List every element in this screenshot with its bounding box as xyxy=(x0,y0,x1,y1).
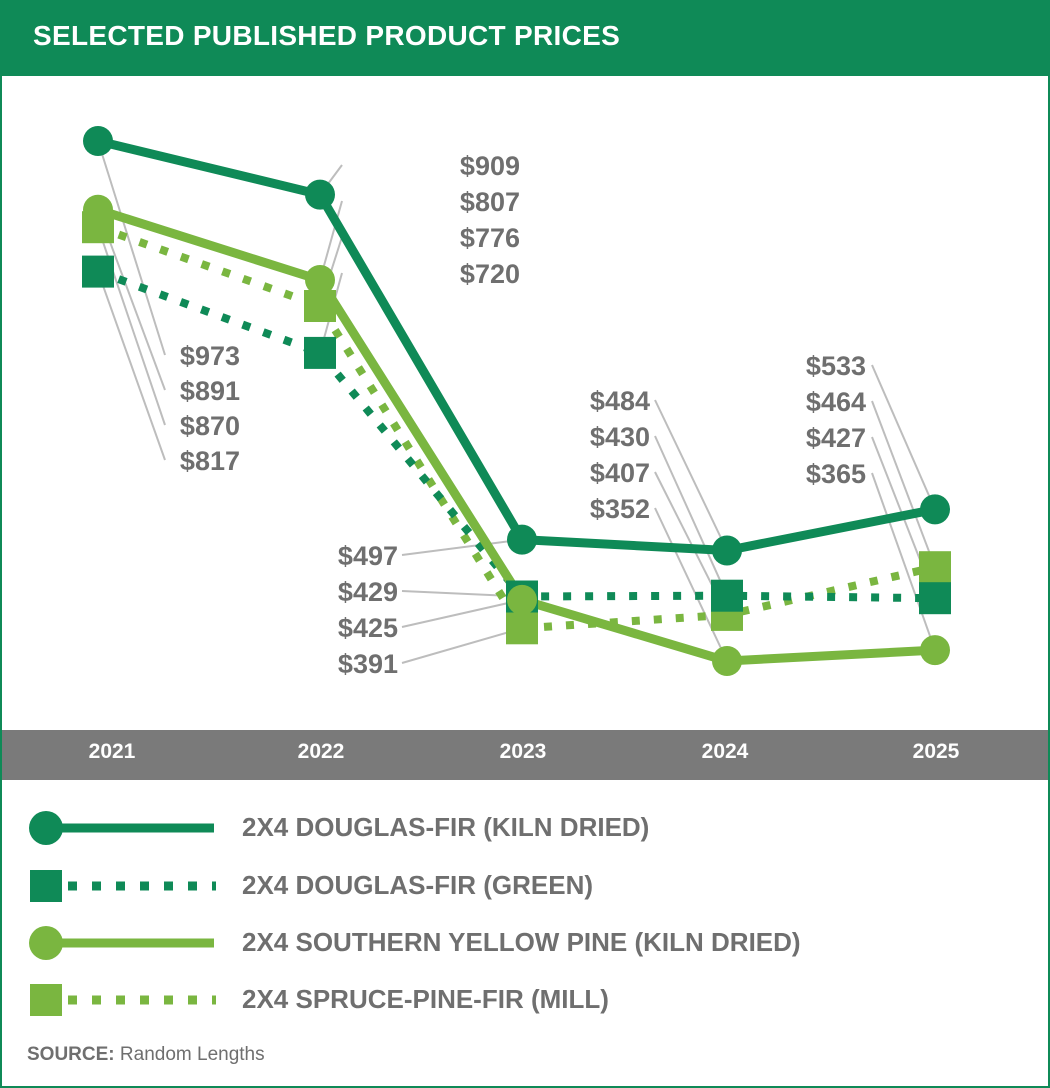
legend-label: 2X4 SPRUCE-PINE-FIR (MILL) xyxy=(242,984,609,1014)
leader-line xyxy=(401,598,523,628)
value-label: $973 xyxy=(180,341,240,371)
data-point xyxy=(305,265,335,295)
value-label: $497 xyxy=(338,541,398,571)
x-tick-label: 2023 xyxy=(499,740,547,763)
chart-title: SELECTED PUBLISHED PRODUCT PRICES xyxy=(33,20,621,51)
data-point xyxy=(920,635,950,666)
value-label: $720 xyxy=(460,259,520,289)
data-point xyxy=(919,582,951,615)
value-label: $430 xyxy=(590,422,650,452)
value-label: $352 xyxy=(590,494,650,524)
legend-swatch xyxy=(29,811,214,845)
leader-line xyxy=(401,538,523,556)
legend-swatch xyxy=(30,870,216,902)
legend-item-df-kiln-dried: 2X4 DOUGLAS-FIR (KILN DRIED) xyxy=(22,806,1022,850)
series-line xyxy=(96,223,936,633)
data-point xyxy=(506,612,538,645)
chart-header: SELECTED PUBLISHED PRODUCT PRICES xyxy=(0,0,1050,76)
value-label: $429 xyxy=(338,577,398,607)
x-axis-band: 2021 2022 2023 2024 2025 xyxy=(2,730,1048,780)
value-label: $464 xyxy=(806,387,866,417)
value-label: $365 xyxy=(806,459,866,489)
x-tick-label: 2021 xyxy=(88,740,136,763)
data-point xyxy=(83,194,113,225)
source-prefix: SOURCE: xyxy=(27,1044,115,1065)
value-label: $891 xyxy=(180,376,240,406)
leader-line xyxy=(654,507,728,662)
data-point xyxy=(711,579,743,612)
data-point xyxy=(82,255,114,288)
leader-line xyxy=(401,627,523,664)
source-text: Random Lengths xyxy=(119,1044,265,1065)
value-label: $484 xyxy=(590,386,650,416)
legend-label: 2X4 DOUGLAS-FIR (GREEN) xyxy=(242,870,594,900)
legend-swatch xyxy=(29,926,214,960)
value-label: $870 xyxy=(180,411,240,441)
legend-item-df-green: 2X4 DOUGLAS-FIR (GREEN) xyxy=(22,864,1022,908)
legend-label: 2X4 DOUGLAS-FIR (KILN DRIED) xyxy=(242,812,650,842)
leader-line xyxy=(654,435,728,597)
value-label: $427 xyxy=(806,423,866,453)
value-label: $391 xyxy=(338,649,398,679)
x-tick-label: 2022 xyxy=(297,740,345,763)
source-note: SOURCE: Random Lengths xyxy=(27,1044,265,1066)
data-point xyxy=(712,535,742,566)
value-label: $817 xyxy=(180,446,240,476)
data-point xyxy=(305,179,335,210)
legend-swatch xyxy=(30,984,216,1016)
value-label: $807 xyxy=(460,187,520,217)
data-point xyxy=(920,494,950,525)
series-markers xyxy=(82,126,951,676)
data-point xyxy=(507,584,537,615)
value-labels: $973 $891 $870 $817 $909 $807 $776 $720 $497 $429… xyxy=(180,151,866,679)
data-point xyxy=(712,646,742,676)
line-chart: $973 $891 $870 $817 $909 $807 $776 $720 $497 $429… xyxy=(82,126,951,679)
legend-item-syp-kiln-dried: 2X4 SOUTHERN YELLOW PINE (KILN DRIED) xyxy=(22,921,1022,965)
value-label: $776 xyxy=(460,223,520,253)
legend-label: 2X4 SOUTHERN YELLOW PINE (KILN DRIED) xyxy=(242,927,801,957)
data-point xyxy=(507,524,537,555)
data-point xyxy=(304,336,336,369)
value-label: $533 xyxy=(806,351,866,381)
x-tick-label: 2025 xyxy=(912,740,960,763)
leader-line xyxy=(871,364,936,510)
leader-line xyxy=(97,271,166,461)
leader-line xyxy=(871,400,936,568)
value-label: $425 xyxy=(338,613,398,643)
data-point xyxy=(919,551,951,584)
leader-line xyxy=(97,140,166,356)
data-point xyxy=(304,290,336,322)
value-label: $909 xyxy=(460,151,520,181)
x-tick-label: 2024 xyxy=(701,740,749,763)
leader-line xyxy=(654,399,728,551)
value-label: $407 xyxy=(590,458,650,488)
legend-item-spf-mill: 2X4 SPRUCE-PINE-FIR (MILL) xyxy=(22,978,1022,1022)
leader-line xyxy=(871,472,936,651)
data-point xyxy=(83,126,113,156)
